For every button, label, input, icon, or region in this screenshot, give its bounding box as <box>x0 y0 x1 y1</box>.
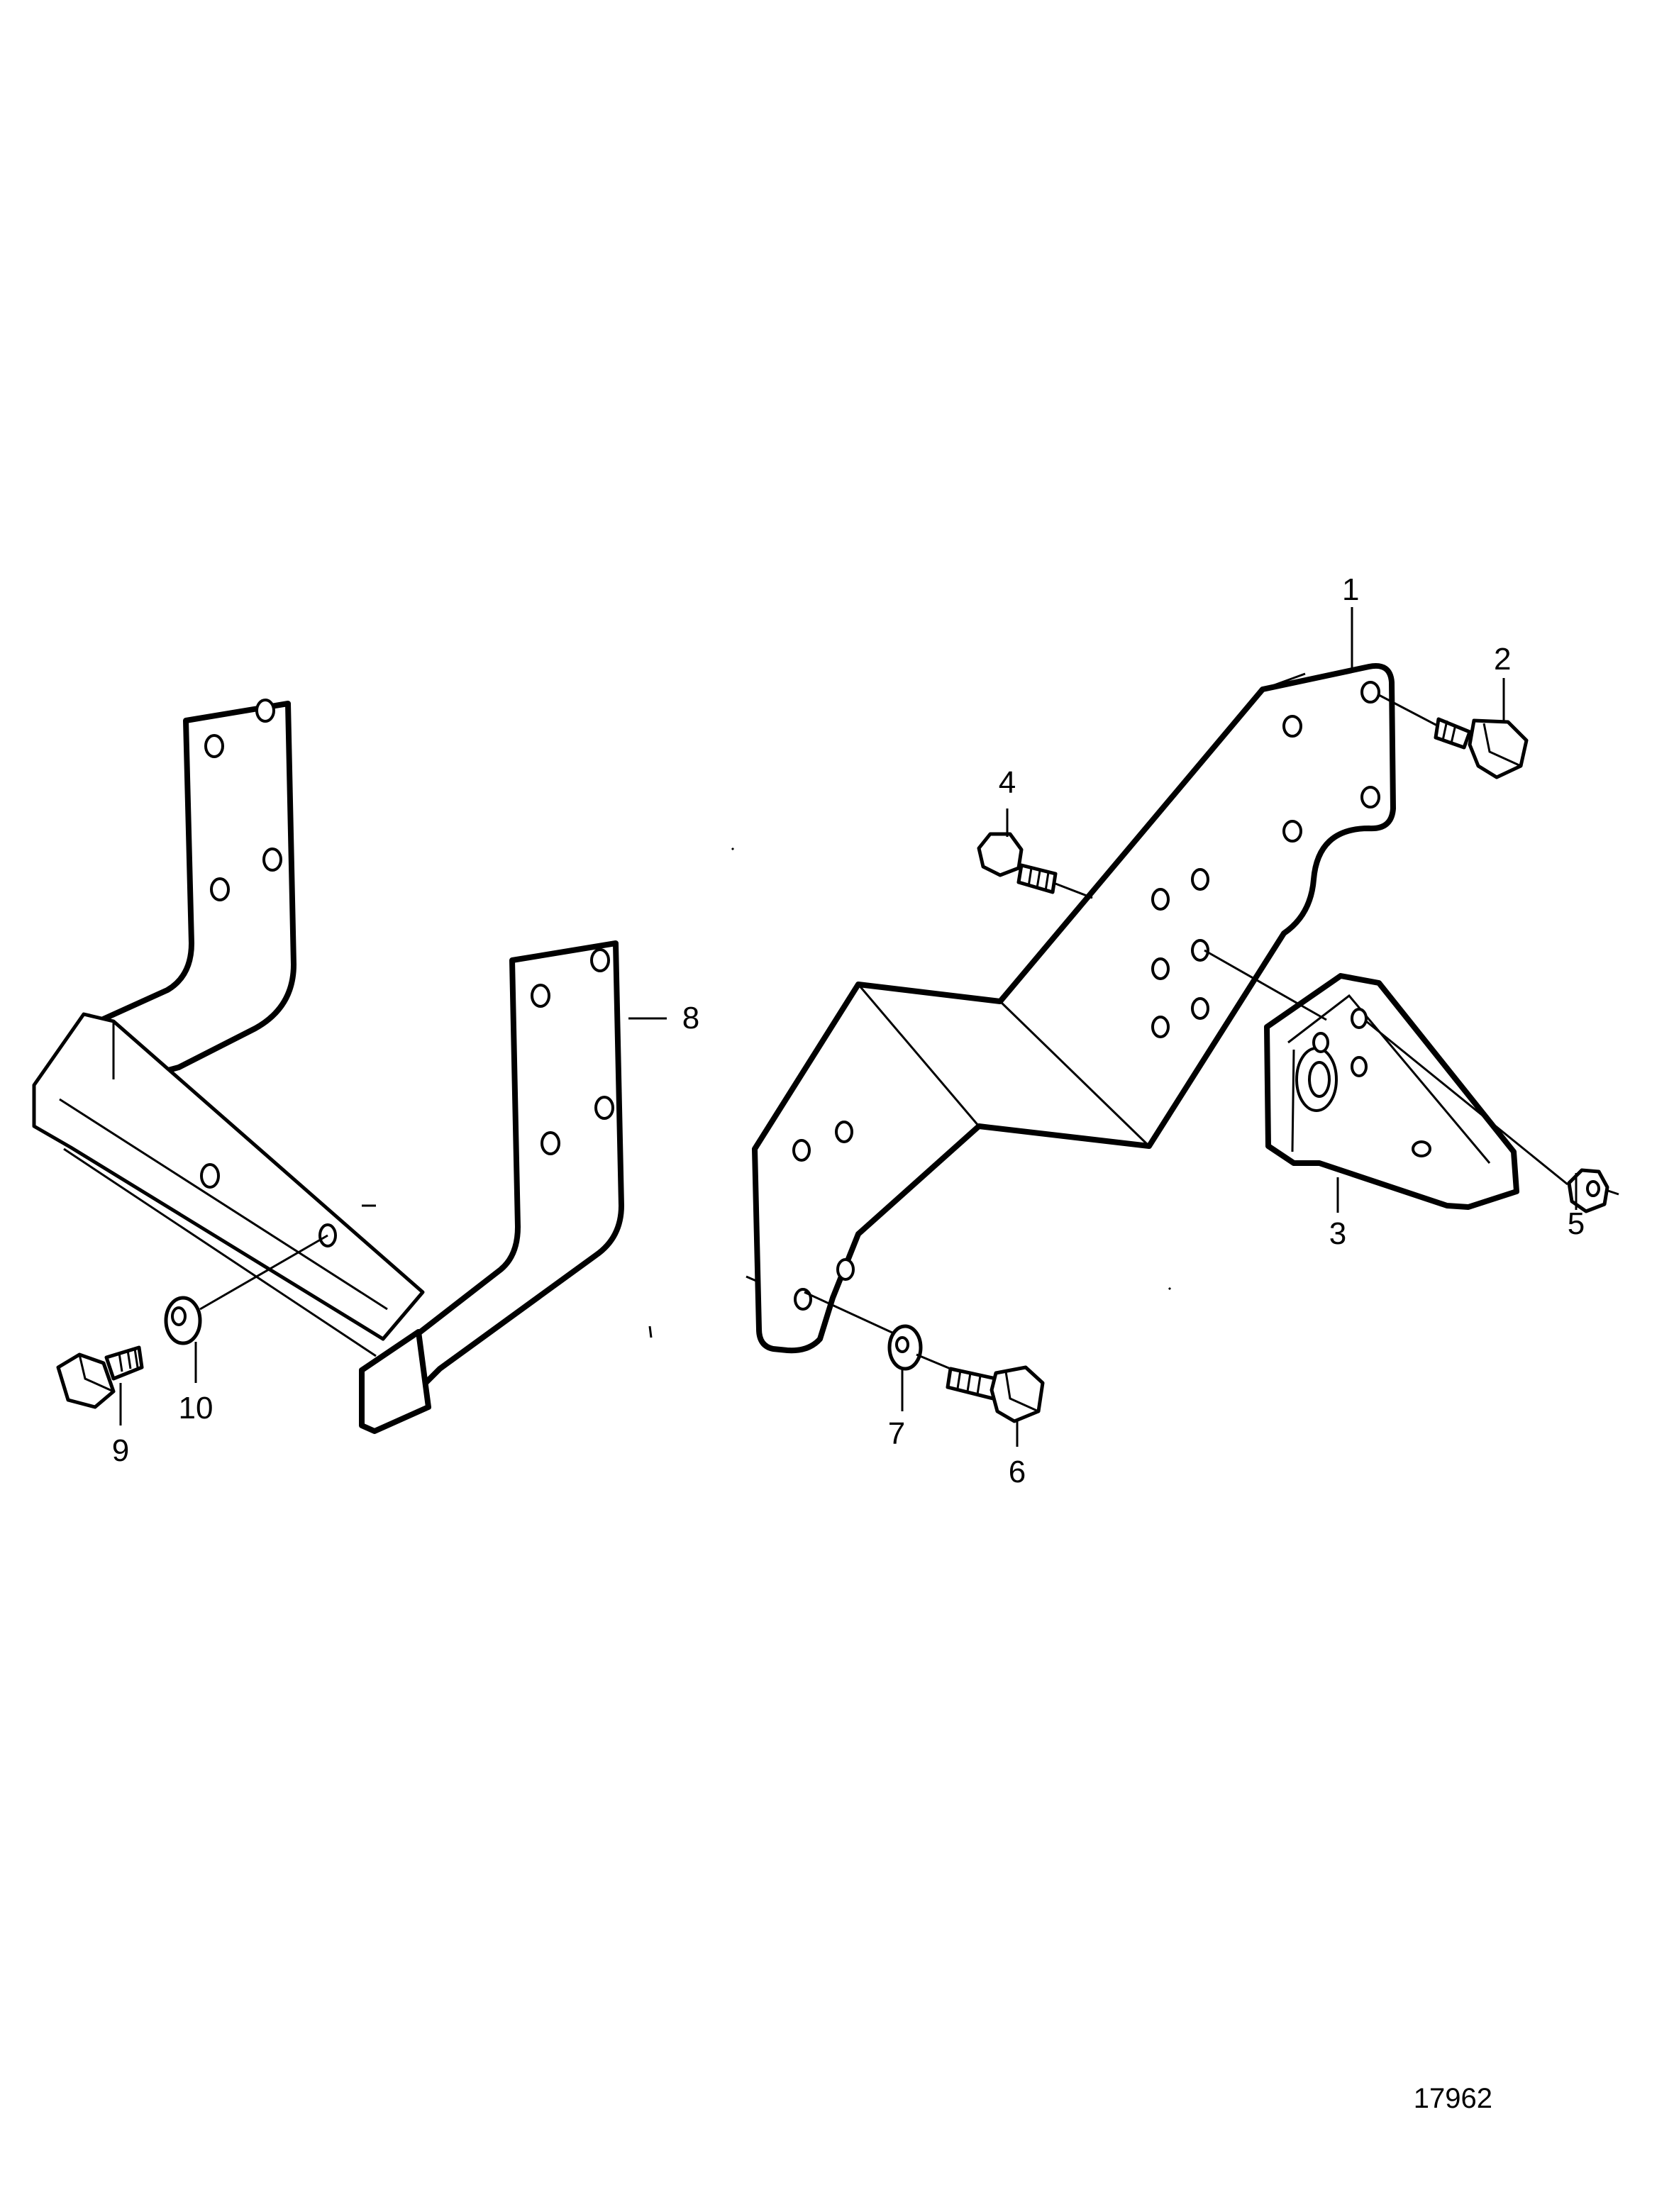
callout-labels: 1 2 3 4 5 6 7 8 9 10 <box>112 572 1585 1489</box>
figure-number: 17962 <box>1414 2083 1492 2114</box>
callout-9: 9 <box>112 1433 129 1468</box>
callout-2: 2 <box>1494 642 1511 677</box>
callout-leaders <box>119 607 1578 1447</box>
callout-3: 3 <box>1329 1216 1346 1251</box>
callout-4: 4 <box>999 765 1016 800</box>
callout-6: 6 <box>1009 1455 1026 1489</box>
callout-10: 10 <box>179 1391 214 1425</box>
callout-7: 7 <box>888 1416 905 1451</box>
bolt-part-4 <box>977 832 1093 899</box>
bolt-part-9 <box>56 1345 144 1409</box>
z-bracket-part-1 <box>745 663 1396 1354</box>
washer-part-7 <box>804 1291 951 1371</box>
callout-1: 1 <box>1342 572 1359 607</box>
washer-part-10 <box>164 1234 328 1345</box>
u-bracket-part-8 <box>32 699 624 1434</box>
callout-5: 5 <box>1568 1206 1585 1241</box>
bolt-part-6 <box>946 1365 1045 1423</box>
callout-8: 8 <box>682 1001 699 1035</box>
bolt-part-2 <box>1378 694 1529 779</box>
mount-bracket-part-3 <box>1204 949 1568 1210</box>
nut-part-5 <box>1567 1168 1619 1213</box>
